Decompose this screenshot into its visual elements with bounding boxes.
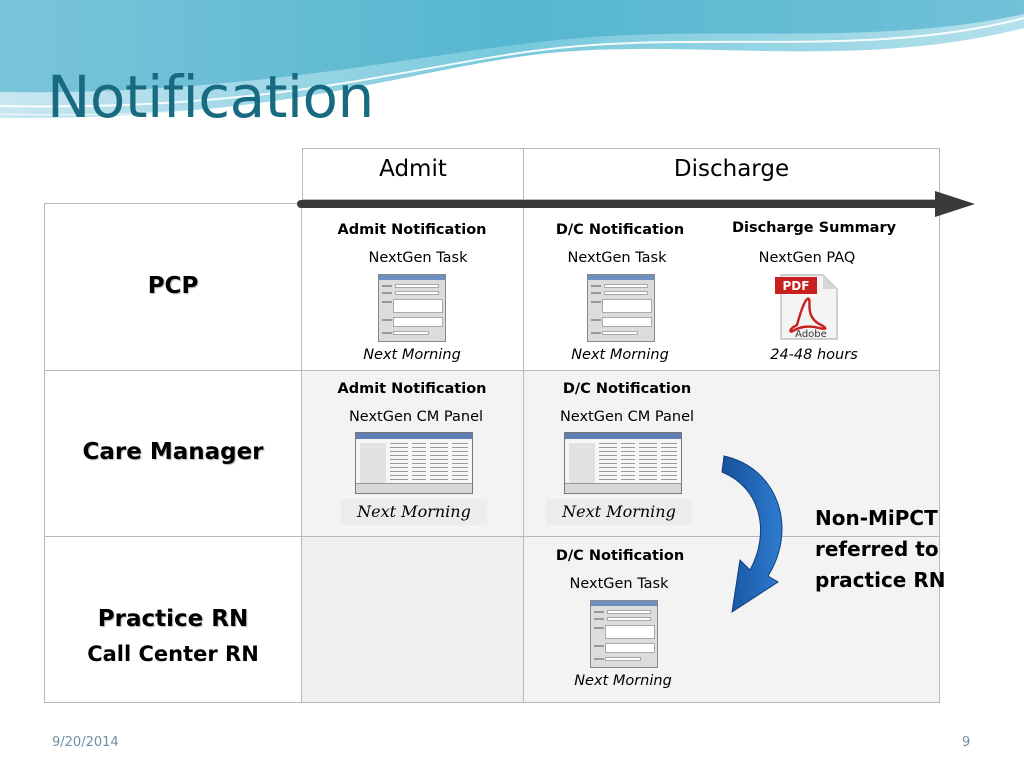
column-header-discharge: Discharge	[523, 148, 940, 200]
nextgen-task-screenshot-icon	[587, 274, 655, 342]
practice-rn-dc-title: D/C Notification	[555, 548, 685, 564]
nextgen-task-screenshot-icon	[590, 600, 658, 668]
nextgen-cm-panel-screenshot-icon	[355, 432, 473, 494]
pcp-dc-title: D/C Notification	[555, 222, 685, 238]
care-manager-dc-title: D/C Notification	[562, 381, 692, 397]
pcp-dc-system: NextGen Task	[567, 250, 667, 266]
slide-title: Notification	[47, 63, 374, 131]
footer-page-number: 9	[962, 735, 971, 750]
row-label-call-center-rn: Call Center RN	[87, 642, 259, 666]
referral-note-line-2: referred to	[815, 537, 939, 561]
care-manager-admit-title: Admit Notification	[337, 381, 487, 397]
header-blank-cell	[44, 148, 302, 200]
header-wave-decoration	[0, 0, 1024, 119]
pcp-summary-timing: 24-48 hours	[770, 347, 858, 363]
practice-rn-admit-cell	[301, 536, 524, 703]
nextgen-task-screenshot-icon	[378, 274, 446, 342]
row-label-practice-rn: Practice RN	[97, 606, 249, 632]
pcp-admit-system: NextGen Task	[368, 250, 468, 266]
column-header-discharge-label: Discharge	[673, 156, 790, 182]
referral-note-line-1: Non-MiPCT	[815, 506, 938, 530]
column-header-admit-label: Admit	[379, 156, 447, 182]
pcp-summary-title: Discharge Summary	[731, 220, 897, 236]
pdf-icon-brand: Adobe	[795, 329, 827, 340]
pcp-summary-system: NextGen PAQ	[758, 250, 856, 266]
adobe-pdf-icon: PDF Adobe	[775, 274, 838, 340]
curved-referral-arrow	[721, 455, 783, 614]
practice-rn-dc-timing: Next Morning	[574, 673, 672, 689]
timeline-arrow	[297, 191, 975, 217]
care-manager-admit-system: NextGen CM Panel	[348, 409, 484, 425]
referral-note-line-3: practice RN	[815, 568, 946, 592]
row-label-pcp: PCP	[147, 273, 199, 299]
nextgen-cm-panel-screenshot-icon	[564, 432, 682, 494]
care-manager-dc-timing: Next Morning	[546, 499, 692, 525]
row-label-care-manager: Care Manager	[82, 439, 264, 465]
practice-rn-dc-system: NextGen Task	[569, 576, 669, 592]
referral-note: Non-MiPCT referred to practice RN	[815, 503, 945, 596]
pdf-icon-label: PDF	[783, 279, 810, 293]
pcp-admit-title: Admit Notification	[337, 222, 487, 238]
care-manager-dc-system: NextGen CM Panel	[559, 409, 695, 425]
care-manager-admit-timing: Next Morning	[341, 499, 487, 525]
footer-date: 9/20/2014	[52, 735, 119, 750]
pcp-dc-timing: Next Morning	[571, 347, 669, 363]
pcp-admit-timing: Next Morning	[363, 347, 461, 363]
